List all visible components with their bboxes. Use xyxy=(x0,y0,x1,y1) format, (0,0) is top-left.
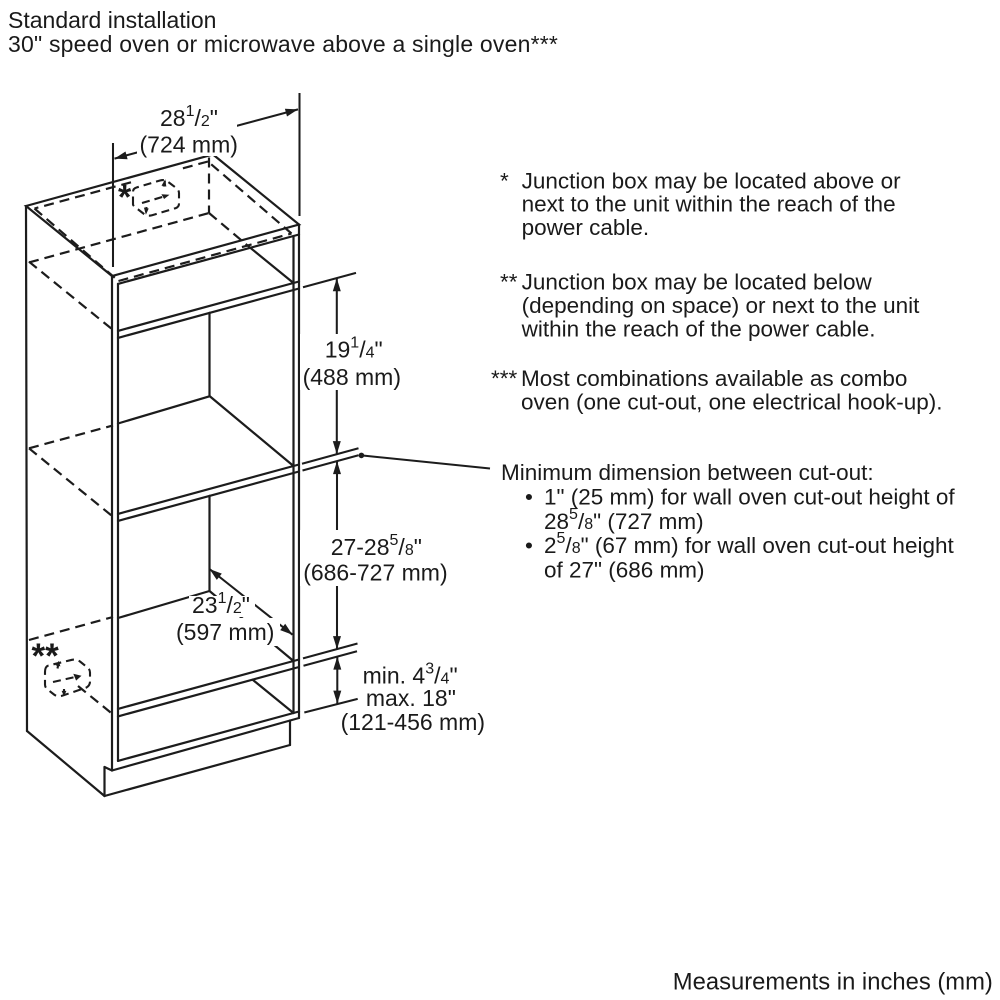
svg-text:max. 18": max. 18" xyxy=(366,685,456,711)
svg-text:Most combinations available as: Most combinations available as combo xyxy=(521,366,907,391)
svg-text:Measurements in inches (mm): Measurements in inches (mm) xyxy=(673,968,993,995)
svg-text:of 27" (686 mm): of 27" (686 mm) xyxy=(544,558,705,583)
svg-text:(724 mm): (724 mm) xyxy=(140,131,238,157)
svg-text:*: * xyxy=(500,168,509,193)
svg-text:1" (25 mm) for wall oven cut-o: 1" (25 mm) for wall oven cut-out height … xyxy=(544,485,955,510)
svg-text:25/8" (67 mm) for wall oven cu: 25/8" (67 mm) for wall oven cut-out heig… xyxy=(544,530,954,558)
svg-text:**: ** xyxy=(500,270,518,295)
svg-text:power cable.: power cable. xyxy=(522,215,650,240)
svg-text:***: *** xyxy=(491,366,518,391)
svg-text:(depending on space) or next t: (depending on space) or next to the unit xyxy=(522,293,921,318)
svg-text:•: • xyxy=(525,533,533,558)
svg-text:next to the unit within the re: next to the unit within the reach of the xyxy=(522,192,896,217)
svg-text:•: • xyxy=(525,485,533,510)
svg-text:Minimum dimension between cut-: Minimum dimension between cut-out: xyxy=(501,460,874,485)
svg-text:oven (one cut-out, one electri: oven (one cut-out, one electrical hook-u… xyxy=(521,389,943,414)
svg-text:Standard installation: Standard installation xyxy=(8,7,216,33)
svg-text:(488 mm): (488 mm) xyxy=(303,364,401,390)
svg-text:*: * xyxy=(118,179,132,217)
svg-text:30" speed oven or microwave ab: 30" speed oven or microwave above a sing… xyxy=(8,31,558,57)
svg-text:Junction box may be located be: Junction box may be located below xyxy=(522,270,873,295)
svg-text:(597 mm): (597 mm) xyxy=(176,619,274,645)
svg-text:(121-456 mm): (121-456 mm) xyxy=(341,709,485,735)
svg-text:285/8" (727 mm): 285/8" (727 mm) xyxy=(544,506,704,534)
svg-text:231/2": 231/2" xyxy=(192,590,250,618)
svg-text:Junction box may be located ab: Junction box may be located above or xyxy=(522,168,901,193)
svg-text:**: ** xyxy=(32,637,60,676)
svg-text:within the reach of the power: within the reach of the power cable. xyxy=(521,317,876,342)
svg-text:(686-727 mm): (686-727 mm) xyxy=(303,559,447,585)
